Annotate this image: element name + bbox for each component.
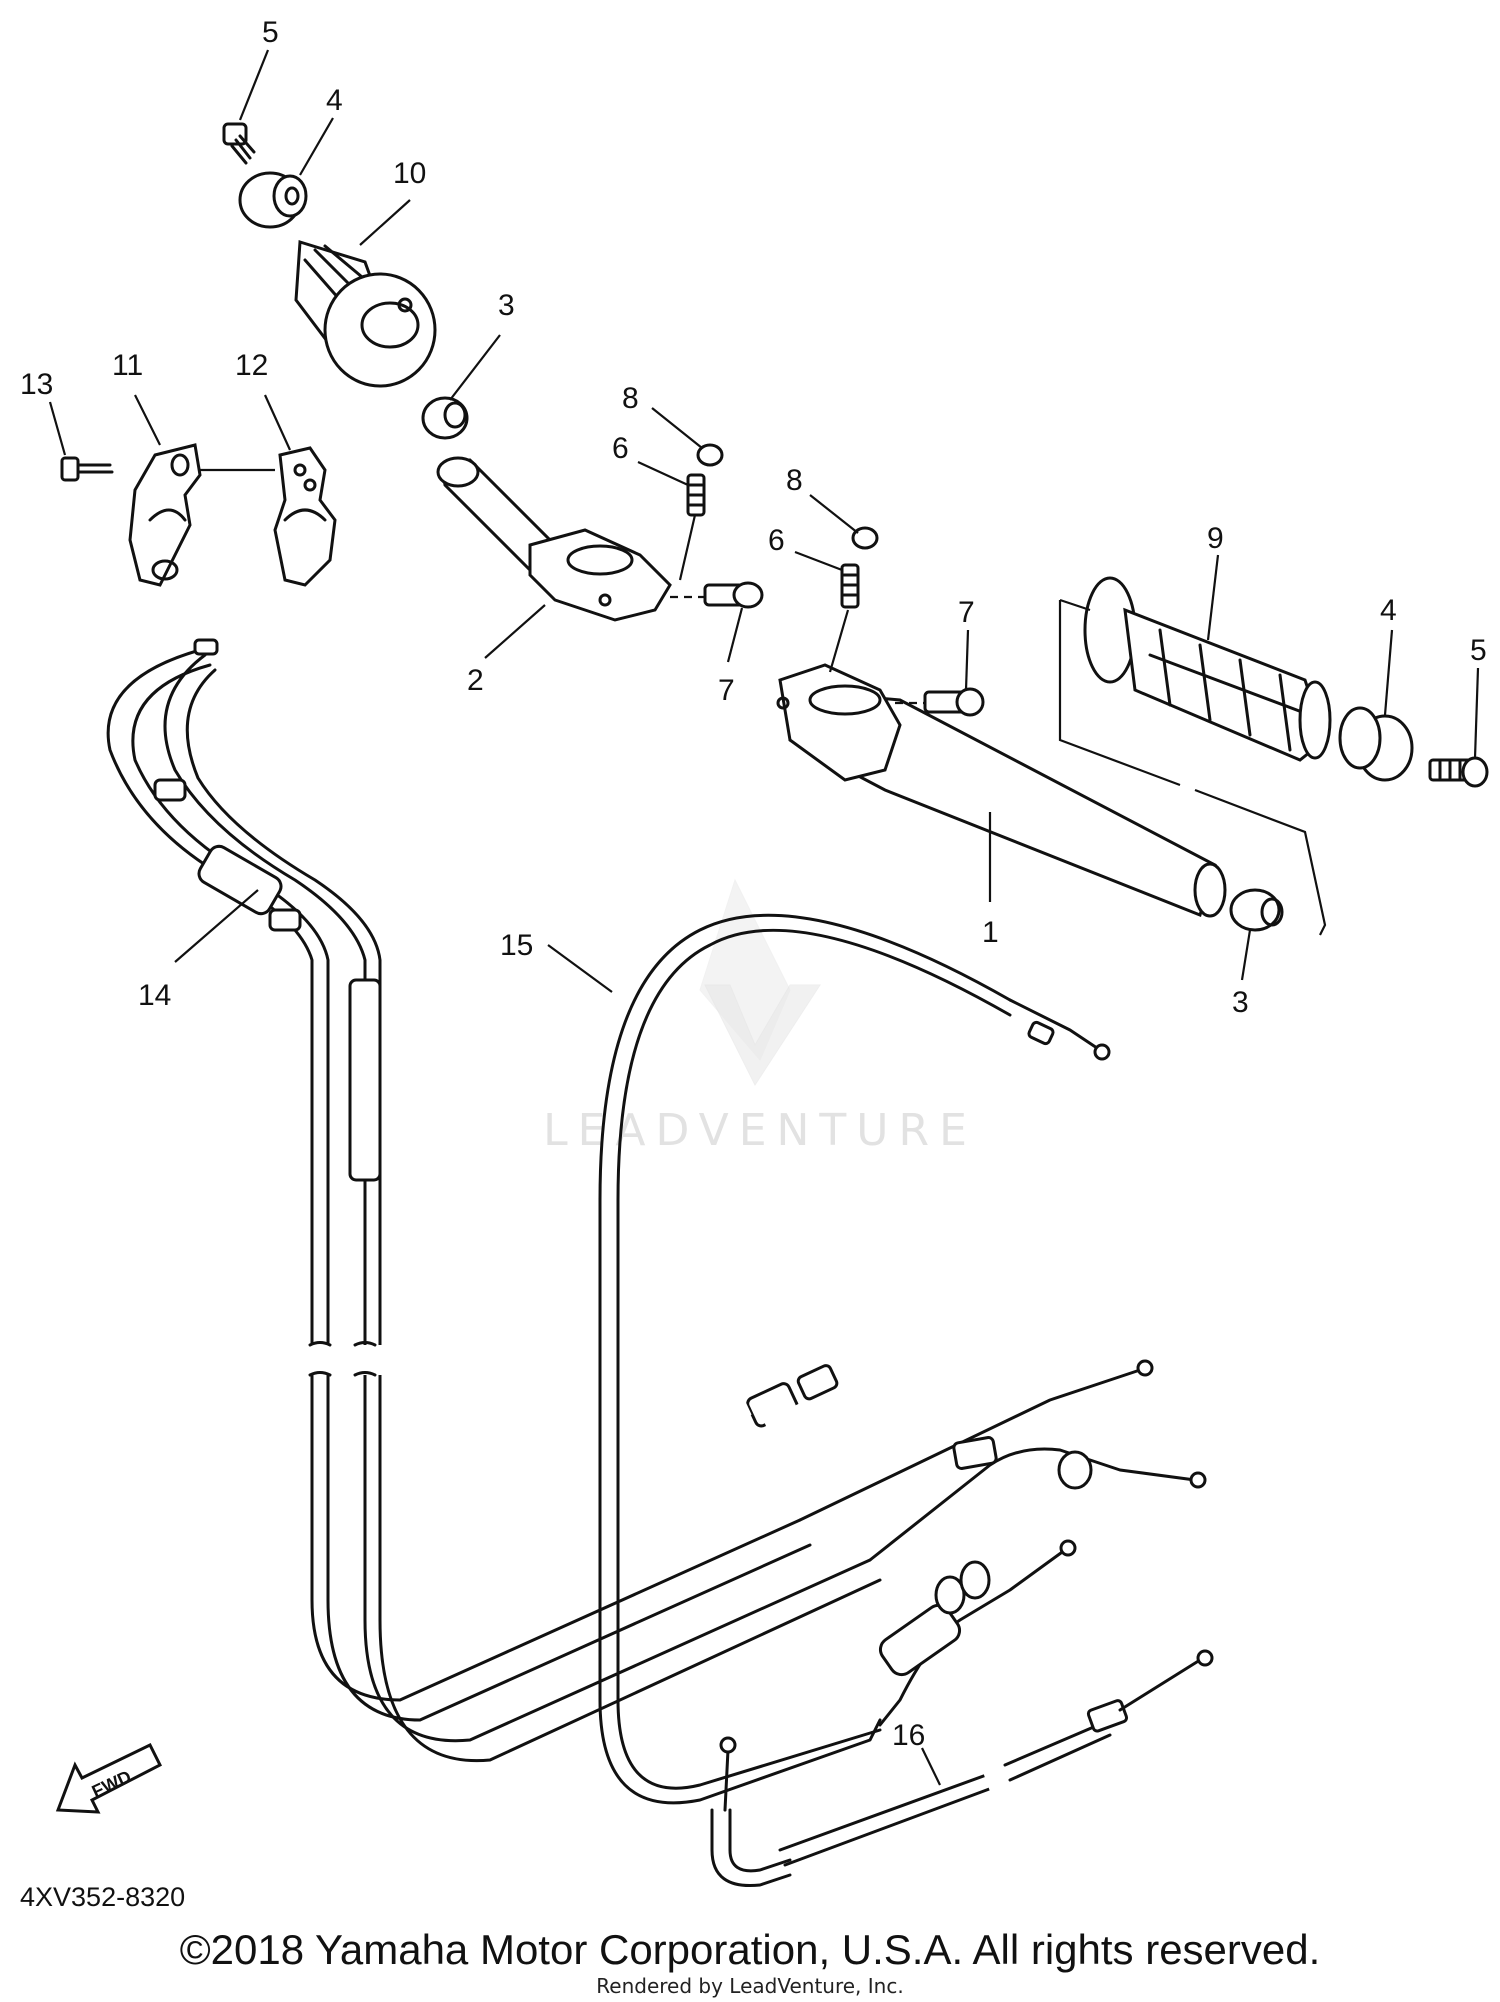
part-4-top-weight: [238, 171, 308, 229]
part-15-long-cable: [598, 913, 1111, 1805]
callout-8-right: 8: [786, 464, 803, 497]
diagram-code: 4XV352-8320: [20, 1882, 186, 1912]
callout-3-left: 3: [498, 289, 515, 322]
part-8-right-screw: [851, 526, 879, 550]
leadventure-watermark: LEADVENTURE: [543, 878, 977, 1156]
part-3-right-plug: [1229, 888, 1284, 932]
callout-10: 10: [393, 157, 426, 190]
part-3-left-plug: [421, 396, 469, 440]
part-7-left-bolt: [670, 581, 764, 609]
part-12-switch-housing: [273, 446, 337, 587]
callout-1: 1: [982, 916, 999, 949]
part-11-switch-housing: [128, 443, 202, 587]
part-9-right-grip: [1083, 576, 1332, 762]
callout-8-left: 8: [622, 382, 639, 415]
callout-labels: 1 2 3 3 4 4 5 5 6 6 7 7 7 8 8 9 10 11 12…: [20, 16, 1487, 1752]
callout-3-right: 3: [1232, 986, 1249, 1019]
part-10-throttle-grip: [294, 240, 437, 388]
callout-16: 16: [892, 1719, 925, 1752]
part-8-left-screw: [696, 443, 724, 467]
callout-6-left: 6: [612, 432, 629, 465]
callout-5-right: 5: [1470, 634, 1487, 667]
callout-12: 12: [235, 349, 268, 382]
part-14-throttle-cables: [106, 638, 1207, 1763]
part-1-right-handlebar: [776, 663, 1227, 918]
rendered-by-notice: Rendered by LeadVenture, Inc.: [596, 1974, 904, 1998]
callout-9: 9: [1207, 522, 1224, 555]
part-4-right-weight: [1338, 706, 1414, 782]
part-13-screw: [60, 456, 114, 482]
callout-2: 2: [467, 664, 484, 697]
callout-15: 15: [500, 929, 533, 962]
part-6-left-bolt: [686, 473, 706, 517]
watermark-text: LEADVENTURE: [543, 1105, 977, 1156]
part-5-right-bolt: [1428, 756, 1489, 788]
part-5-top-bolt: [222, 122, 256, 165]
callout-13: 13: [20, 368, 53, 401]
callout-11: 11: [112, 349, 143, 382]
part-16-short-cable: [710, 1649, 1214, 1888]
callout-14: 14: [138, 979, 171, 1012]
leader-lines: [48, 49, 1480, 1786]
callout-6-right: 6: [768, 524, 785, 557]
copyright-notice: ©2018 Yamaha Motor Corporation, U.S.A. A…: [179, 1926, 1321, 1973]
part-6-right-bolt: [840, 563, 860, 609]
callout-5-top: 5: [262, 16, 279, 49]
part-2-left-handlebar: [436, 456, 672, 622]
part-7-right-bolt: [895, 687, 985, 717]
callout-7-left: 7: [718, 674, 735, 707]
fwd-arrow-icon: FWD: [55, 1743, 163, 1814]
callout-4-right: 4: [1380, 594, 1397, 627]
callout-4-top: 4: [326, 84, 343, 117]
callout-7-mid: 7: [958, 596, 975, 629]
